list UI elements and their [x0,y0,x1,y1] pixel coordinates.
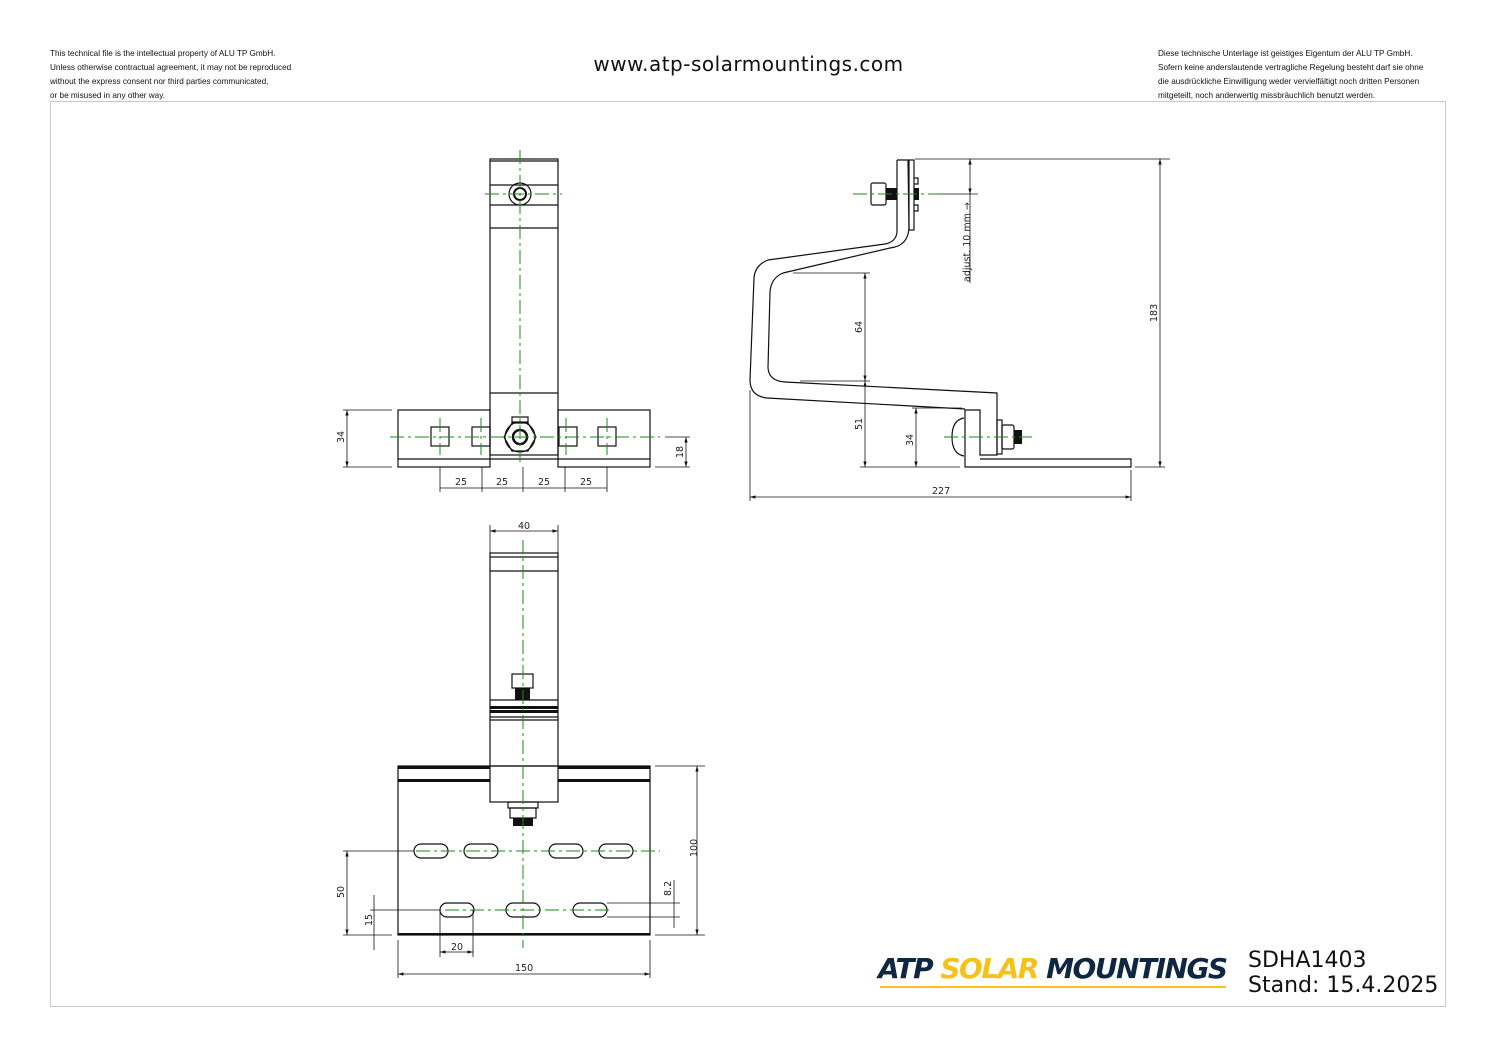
dim-spacing: 25 [455,477,467,488]
logo-underline [880,986,1226,988]
dim-lower-row-offset: 15 [364,914,375,926]
title-block: SDHA1403 Stand: 15.4.2025 [1248,948,1438,998]
dim-height: 34 [336,431,347,443]
dim-plate-width: 150 [515,963,533,974]
dim-slot-length: 20 [451,942,463,953]
notice-line: Unless otherwise contractual agreement, … [50,63,292,72]
dim-spacing: 25 [496,477,508,488]
notice-line: This technical file is the intellectual … [50,49,276,58]
dim-total-length: 227 [932,486,950,497]
revision-date: Stand: 15.4.2025 [1248,973,1439,998]
copyright-notice-en: This technical file is the intellectual … [50,47,291,103]
notice-line: Diese technische Unterlage ist geistiges… [1158,49,1413,58]
notice-line: mitgeteilt, noch anderwertig missbräuchl… [1158,91,1376,100]
top-view: 40 100 50 15 8.2 20 150 [336,521,705,978]
notice-line: Sofern keine anderslautende vertragliche… [1158,63,1424,72]
website-url: www.atp-solarmountings.com [593,52,904,76]
dim-total-height: 183 [1149,304,1160,322]
dim-spacing: 25 [580,477,592,488]
drawing-number: SDHA1403 [1248,948,1367,973]
dim-slot-row-offset: 50 [336,886,347,898]
dim-slot-width: 8.2 [663,881,674,896]
dim-width: 40 [518,521,530,532]
notice-line: die ausdrückliche Einwilligung weder ver… [1158,77,1420,86]
copyright-notice-de: Diese technische Unterlage ist geistiges… [1158,47,1423,103]
side-view: adjust. 10 mm → 183 227 64 51 34 [749,158,1170,501]
dim-hole-height: 18 [675,446,686,458]
drawing-frame [50,101,1446,1007]
notice-line: without the express consent nor third pa… [50,77,269,86]
dim-base-height: 34 [905,434,916,446]
dim-plate-depth: 100 [689,839,700,857]
dim-inner-height: 64 [854,321,865,333]
dim-adjust: adjust. 10 mm → [962,202,973,282]
atp-logo: ATP SOLAR MOUNTINGS [878,952,1228,985]
front-view: 34 18 25 25 25 25 [336,150,690,492]
dim-lower-height: 51 [854,418,865,430]
dim-spacing: 25 [538,477,550,488]
notice-line: or be misused in any other way. [50,91,165,100]
